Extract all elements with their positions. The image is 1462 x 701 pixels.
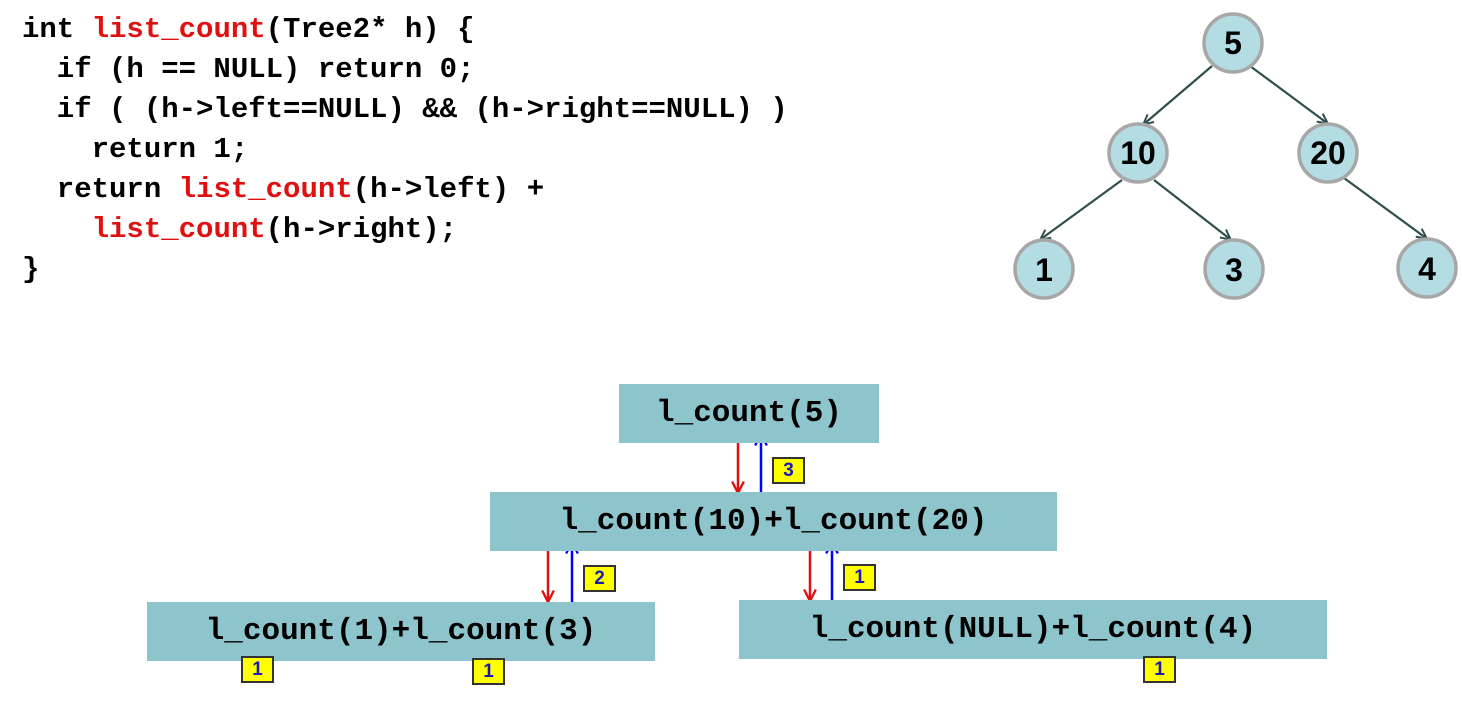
code-line: int list_count(Tree2* h) { [22, 10, 788, 50]
return-badge-l-count-3: 1 [472, 658, 505, 685]
tree-edge-10-1 [1041, 179, 1123, 239]
code-line: if (h == NULL) return 0; [22, 50, 788, 90]
svg-text:5: 5 [1224, 25, 1242, 61]
return-badge-root: 3 [772, 457, 805, 484]
code-listing: int list_count(Tree2* h) { if (h == NULL… [22, 10, 788, 290]
code-line: return list_count(h->left) + [22, 170, 788, 210]
code-text: (h->right); [265, 213, 458, 246]
svg-text:10: 10 [1120, 135, 1156, 171]
code-line: } [22, 250, 788, 290]
tree-edge-20-4 [1343, 177, 1426, 238]
code-text: (Tree2* h) { [265, 13, 475, 46]
code-function-name: list_count [178, 173, 353, 206]
code-text [22, 213, 92, 246]
code-text: return [22, 173, 179, 206]
tree-node-10: 10 [1107, 122, 1169, 184]
code-text: if (h == NULL) return 0; [22, 53, 475, 86]
code-function-name: list_count [91, 13, 266, 46]
tree-node-5: 5 [1202, 12, 1264, 74]
code-line: if ( (h->left==NULL) && (h->right==NULL)… [22, 90, 788, 130]
tree-node-3: 3 [1203, 238, 1265, 300]
call-box-right: l_count(NULL)+l_count(4) [739, 600, 1327, 659]
return-badge-l-count-1: 1 [241, 656, 274, 683]
svg-text:1: 1 [1035, 252, 1053, 288]
code-line: list_count(h->right); [22, 210, 788, 250]
svg-text:3: 3 [1225, 252, 1243, 288]
code-text: return 1; [22, 133, 249, 166]
call-box-left: l_count(1)+l_count(3) [147, 602, 655, 661]
tree-node-4: 4 [1396, 237, 1458, 299]
call-box-root: l_count(5) [619, 384, 879, 443]
return-badge-left: 2 [583, 565, 616, 592]
code-text: } [22, 253, 40, 286]
svg-text:4: 4 [1418, 251, 1436, 287]
return-badge-right: 1 [843, 564, 876, 591]
tree-node-1: 1 [1013, 238, 1075, 300]
code-text: if ( (h->left==NULL) && (h->right==NULL)… [22, 93, 788, 126]
call-box-level1: l_count(10)+l_count(20) [490, 492, 1057, 551]
tree-edge-10-3 [1153, 179, 1230, 239]
code-text: int [22, 13, 92, 46]
return-badge-l-count-4: 1 [1143, 656, 1176, 683]
tree-node-20: 20 [1297, 122, 1359, 184]
svg-text:20: 20 [1310, 135, 1346, 171]
code-function-name: list_count [91, 213, 266, 246]
code-line: return 1; [22, 130, 788, 170]
code-text: (h->left) + [352, 173, 545, 206]
tree-edge-5-10 [1144, 65, 1213, 124]
tree-edge-5-20 [1249, 65, 1327, 123]
